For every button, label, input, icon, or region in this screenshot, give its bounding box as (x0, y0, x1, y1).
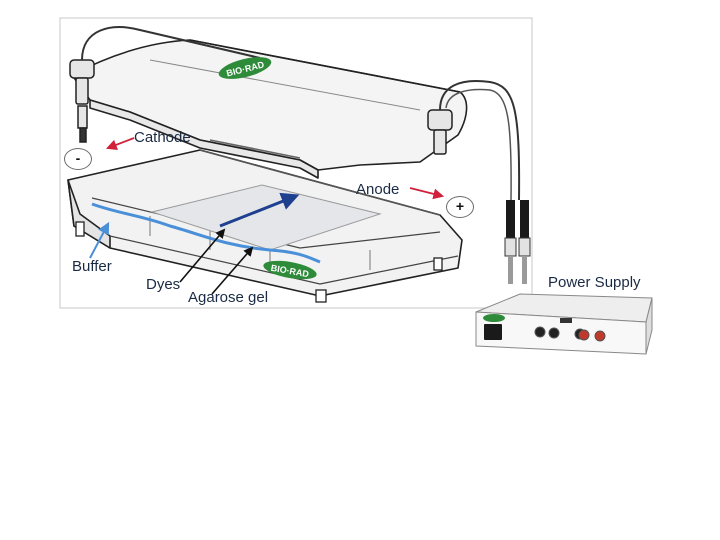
agarose-gel-slab (150, 184, 382, 251)
agarose-gel-label: Agarose gel (188, 289, 269, 306)
power-supply-logo (483, 314, 505, 322)
cathode-cable (81, 26, 261, 61)
power-supply-jack-red-2 (594, 330, 606, 342)
power-supply-display (484, 324, 502, 340)
dyes-pointer (179, 228, 226, 283)
power-supply-jack-2 (548, 327, 560, 339)
cathode-label: Cathode (134, 129, 191, 146)
power-supply-unit (475, 293, 653, 355)
anode-cable-inner (445, 88, 512, 201)
power-supply-switch (560, 318, 572, 323)
anode-pointer (409, 187, 445, 200)
power-supply-leads (504, 200, 531, 284)
anode-cable (439, 80, 521, 201)
tray-logo: BIO·RAD (263, 260, 317, 279)
buffer-pointer (89, 221, 110, 259)
power-supply-label: Power Supply (548, 274, 641, 291)
lid-logo: BIO·RAD (218, 57, 272, 79)
tray-feet (75, 221, 443, 303)
power-supply-jack-1 (534, 326, 546, 338)
dye-migration-arrow (219, 192, 300, 228)
buffer-line (91, 202, 321, 264)
cathode-minus-sign: - (64, 148, 92, 170)
buffer-label: Buffer (72, 258, 112, 275)
dyes-label: Dyes (146, 276, 181, 293)
gel-box-lid (71, 39, 468, 179)
cathode-pointer (105, 137, 135, 150)
anode-label: Anode (356, 181, 400, 198)
agarose-gel-pointer (211, 246, 254, 295)
anode-plus-sign: + (446, 196, 474, 218)
power-supply-jack-red-1 (578, 329, 590, 341)
